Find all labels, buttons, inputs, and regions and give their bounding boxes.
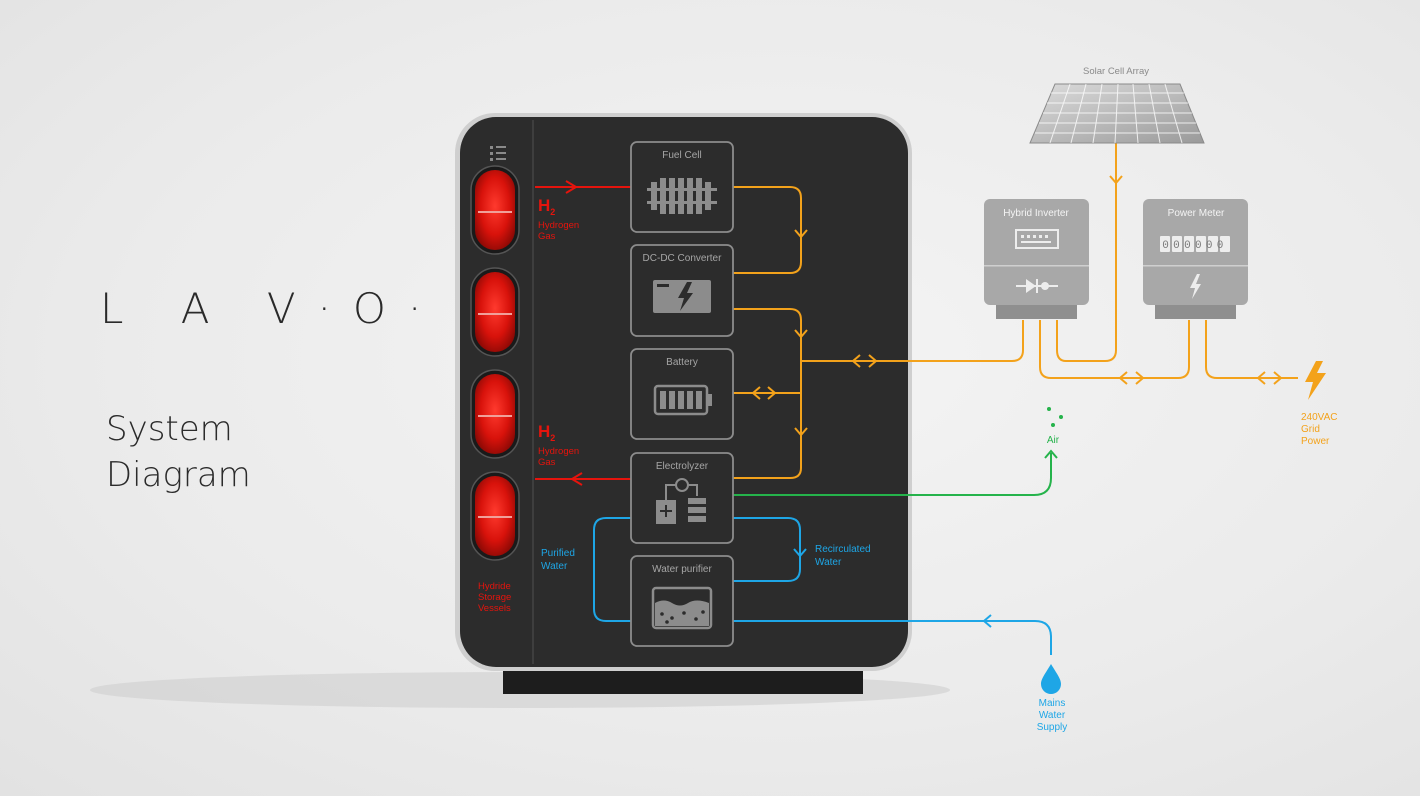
hydride-label-1: Hydride (478, 581, 511, 592)
hydride-vessel (470, 165, 520, 255)
h2-bottom-label-1: Hydrogen (538, 446, 579, 457)
grid-label-2: Grid (1301, 424, 1320, 435)
mains-label-2: Water (1039, 710, 1066, 721)
water-drop-icon (1041, 664, 1061, 694)
mains-label-3: Supply (1037, 722, 1068, 733)
air-bubbles-icon (1047, 407, 1063, 427)
page-title-line-2: Diagram (106, 455, 251, 495)
purified-water-label-1: Purified (541, 548, 575, 559)
hydrogen-flow-lines (535, 180, 631, 486)
page-title: System Diagram (106, 406, 366, 498)
solar-label: Solar Cell Array (1083, 66, 1149, 77)
electrolyzer-icon (656, 478, 706, 524)
water-flow-lines (593, 517, 1052, 655)
grid-label-1: 240VAC (1301, 412, 1338, 423)
h2-bottom-symbol: H2 (538, 422, 555, 443)
grid-label-3: Power (1301, 436, 1330, 447)
power-meter-box (1143, 199, 1248, 319)
fuel-cell-label: Fuel Cell (662, 150, 701, 161)
battery-label: Battery (666, 357, 698, 368)
hydride-vessel (470, 267, 520, 357)
battery-box (630, 348, 734, 440)
power-meter-label: Power Meter (1168, 208, 1225, 219)
recirculated-water-label-2: Water (815, 557, 842, 568)
page-title-line-1: System (106, 409, 233, 449)
electrolyzer-box (630, 452, 734, 544)
meter-reading: 000000 (1162, 240, 1227, 252)
status-indicator-icon (490, 146, 506, 161)
h2-bottom-label-2: Gas (538, 457, 556, 468)
dcdc-converter-icon (653, 280, 711, 313)
solar-panel-icon (1029, 83, 1205, 144)
water-purifier-icon (651, 586, 713, 630)
air-flow-line (733, 449, 1058, 496)
h2-top-symbol: H2 (538, 196, 555, 217)
recirculated-water-label-1: Recirculated (815, 544, 871, 555)
cabinet-stand (503, 668, 863, 694)
power-flow-lines (733, 143, 1298, 479)
hydride-vessel (470, 471, 520, 561)
purified-water-label-2: Water (541, 561, 568, 572)
hydride-vessel (470, 369, 520, 459)
water-purifier-label: Water purifier (652, 564, 712, 575)
air-label: Air (1047, 435, 1060, 446)
water-purifier-box (630, 555, 734, 647)
hybrid-inverter-box (984, 199, 1089, 319)
mains-label-1: Mains (1039, 698, 1066, 709)
h2-top-label-1: Hydrogen (538, 220, 579, 231)
hydride-label-3: Vessels (478, 603, 511, 614)
diode-icon (1016, 279, 1058, 293)
electrolyzer-label: Electrolyzer (656, 461, 709, 472)
brand-logo: L A V·O· (100, 284, 444, 333)
fuel-cell-icon (647, 178, 717, 214)
fuel-cell-box (630, 141, 734, 233)
battery-icon (653, 384, 712, 416)
lightning-bolt-icon (1305, 361, 1326, 400)
hydride-label-2: Storage (478, 592, 511, 603)
dcdc-converter-label: DC-DC Converter (643, 253, 723, 264)
meter-lightning-icon (1190, 274, 1201, 299)
h2-top-label-2: Gas (538, 231, 556, 242)
hybrid-inverter-label: Hybrid Inverter (1003, 208, 1069, 219)
dcdc-converter-box (630, 244, 734, 337)
